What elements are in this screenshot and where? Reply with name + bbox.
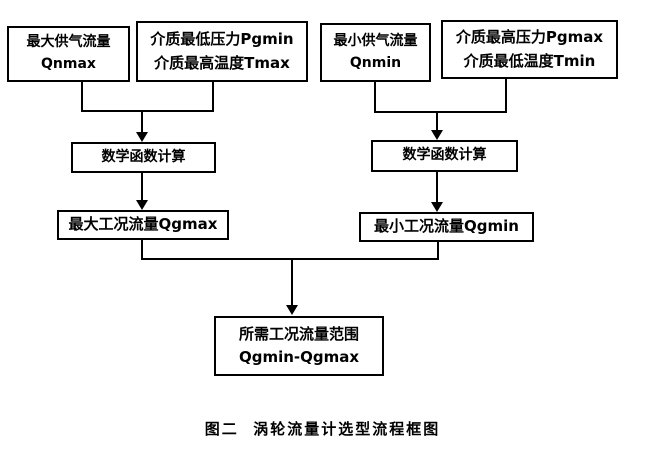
connector-right-h — [374, 111, 507, 113]
box-math-calc-left: 数学函数计算 — [71, 142, 216, 173]
arrow-right-top-head-icon — [431, 130, 443, 140]
box-math-calc-left-label: 数学函数计算 — [101, 148, 186, 165]
figure-caption: 图二 涡轮流量计选型流程框图 — [204, 420, 441, 438]
box-max-pressure-min-temp-line1: 介质最高压力Pgmax — [455, 28, 604, 47]
box-result-range-line2: Qgmin-Qgmax — [238, 348, 360, 366]
box-math-calc-right: 数学函数计算 — [371, 140, 518, 172]
box-min-supply-flow: 最小供气流量 Qnmin — [320, 23, 431, 82]
box-min-pressure-max-temp-line2: 介质最高温度Tmax — [154, 53, 290, 72]
connector-left-v2 — [212, 82, 214, 112]
box-min-working-flow: 最小工况流量Qgmin — [359, 212, 534, 242]
arrow-left-mid-head-icon — [136, 200, 148, 210]
arrow-left-mid-shaft — [141, 173, 143, 202]
box-max-supply-flow: 最大供气流量 Qnmax — [7, 26, 130, 82]
connector-left-v1 — [81, 82, 83, 112]
box-math-calc-right-label: 数学函数计算 — [402, 147, 487, 164]
box-min-supply-flow-line2: Qnmin — [349, 54, 402, 71]
connector-bottom-v1 — [141, 240, 143, 260]
box-max-supply-flow-line1: 最大供气流量 — [26, 34, 111, 51]
connector-right-v1 — [374, 82, 376, 113]
box-max-pressure-min-temp: 介质最高压力Pgmax 介质最低温度Tmin — [441, 20, 618, 79]
arrow-right-mid-head-icon — [431, 202, 443, 212]
box-max-working-flow: 最大工况流量Qgmax — [57, 210, 229, 240]
connector-bottom-h — [141, 258, 439, 260]
box-max-working-flow-label: 最大工况流量Qgmax — [68, 215, 218, 234]
box-result-range-line1: 所需工况流量范围 — [238, 324, 359, 343]
box-max-pressure-min-temp-line2: 介质最低温度Tmin — [463, 51, 596, 70]
arrow-right-mid-shaft — [436, 172, 438, 204]
connector-bottom-v2 — [437, 242, 439, 260]
box-min-supply-flow-line1: 最小供气流量 — [333, 32, 418, 49]
arrow-left-top-head-icon — [136, 132, 148, 142]
arrow-bottom-head-icon — [286, 305, 298, 315]
box-min-pressure-max-temp-line1: 介质最低压力Pgmin — [150, 30, 294, 49]
arrow-bottom-shaft — [291, 258, 293, 307]
box-max-supply-flow-line2: Qnmax — [41, 56, 96, 72]
arrow-left-top-shaft — [141, 110, 143, 134]
connector-right-v2 — [505, 79, 507, 113]
box-min-working-flow-label: 最小工况流量Qgmin — [374, 217, 519, 236]
box-result-range: 所需工况流量范围 Qgmin-Qgmax — [214, 316, 384, 376]
connector-left-h — [81, 110, 214, 112]
box-min-pressure-max-temp: 介质最低压力Pgmin 介质最高温度Tmax — [136, 21, 308, 82]
arrow-right-top-shaft — [436, 111, 438, 133]
